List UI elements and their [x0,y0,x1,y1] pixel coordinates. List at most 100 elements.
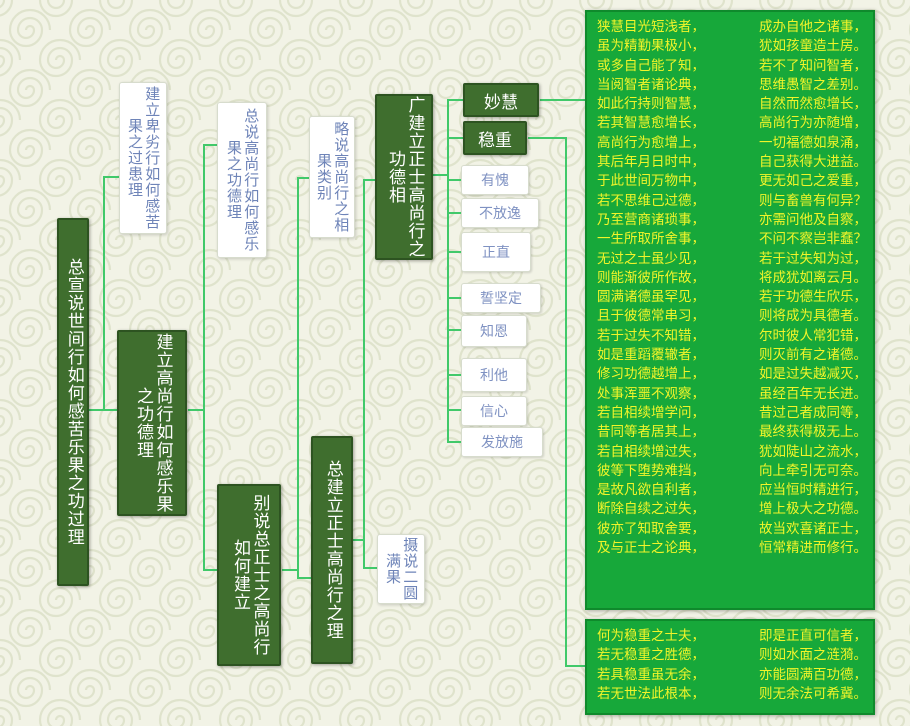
wisdom-verse-phrase: 若自相续增过失， [597,443,705,460]
leaf-gratitude[interactable]: 知恩 [461,315,527,347]
wisdom-verse-phrase: 思维愚智之差别。 [759,76,867,93]
wisdom-verse-line: 若自相续增学问， 昔过己者成同等， [597,404,867,423]
wisdom-verse-phrase: 若不思维己过德， [597,192,705,209]
steady-verse-phrase: 若具稳重虽无余， [597,666,705,683]
wisdom-verse-line: 其后年月日时中， 自己获得大进益。 [597,153,867,172]
steady-verse-line: 若无稳重之胜德， 则如水面之涟漪。 [597,646,867,665]
wisdom-text-panel: 狭慧目光短浅者，成办自他之诸事，虽为精勤果极小， 犹如孩童造土房。或多自己能了知，… [585,10,875,610]
wisdom-verse-line: 虽为精勤果极小， 犹如孩童造土房。 [597,37,867,56]
wisdom-verse-line: 若不思维己过德，则与畜兽有何异？ [597,192,867,211]
wisdom-verse-line: 圆满诸德虽罕见，若于功德生欣乐， [597,288,867,307]
wisdom-verse-phrase: 犹如陡山之流水， [759,443,867,460]
wisdom-verse-line: 乃至营商诸琐事， 亦需问他及自察， [597,211,867,230]
inferior-conduct-node[interactable]: 建立卑劣行如何感苦果之过患理 [119,82,167,234]
wisdom-verse-phrase: 一切福德如泉涌， [759,134,867,151]
wisdom-verse-phrase: 应当恒时精进行， [759,482,867,499]
wisdom-verse-phrase: 高尚行为愈增上， [597,134,705,151]
wisdom-verse-phrase: 及与正士之论典， [597,540,705,557]
steady-verse-phrase: 即是正直可信者， [759,628,867,644]
wisdom-verse-phrase: 如是过失越减灭， [759,366,867,383]
steady-verse-phrase: 则如水面之涟漪。 [759,647,867,664]
leaf-honesty[interactable]: 正直 [461,232,531,272]
wisdom-verse-phrase: 修习功德越增上， [597,366,705,383]
wisdom-verse-phrase: 于此世间万物中， [597,173,705,190]
wisdom-verse-line: 于此世间万物中， 更无如己之爱重， [597,172,867,191]
brief-node[interactable]: 略说高尚行之相果类别 [309,116,355,238]
wisdom-verse-phrase: 自己获得大进益。 [759,154,867,171]
wisdom-verse-line: 一生所取所舍事， 不问不察岂非蠢？ [597,230,867,249]
wisdom-verse-phrase: 若于过失不知错， [597,327,705,344]
wisdom-verse-line: 当阅智者诸论典，思维愚智之差别。 [597,76,867,95]
wisdom-verse-line: 昔同等者居其上，最终获得极无上。 [597,423,867,442]
wisdom-verse-phrase: 不问不察岂非蠢？ [759,231,867,248]
noble-conduct-node[interactable]: 建立高尚行如何感乐果之功德理 [117,330,187,516]
steady-verse-line: 若具稳重虽无余， 亦能圆满百功德， [597,666,867,685]
general-build-node[interactable]: 总建立正士高尚行之理 [311,436,353,664]
wisdom-verse-phrase: 犹如孩童造土房。 [759,38,867,55]
wisdom-verse-line: 无过之士虽少见， 若于过失知为过， [597,250,867,269]
wisdom-verse-phrase: 昔过己者成同等， [759,404,867,421]
steady-verses: 何为稳重之士夫，即是正直可信者，若无稳重之胜德， 则如水面之涟漪。若具稳重虽无余，… [597,627,867,704]
leaf-steadfast-vow[interactable]: 誓坚定 [461,283,541,313]
leaf-conscience[interactable]: 有愧 [461,165,529,195]
wisdom-verse-phrase: 则灭前有之诸德。 [759,347,867,364]
steady-verse-phrase: 若无世法此根本， [597,685,705,702]
wisdom-verse-phrase: 彼等下堕势难挡， [597,462,705,479]
wisdom-verses: 狭慧目光短浅者，成办自他之诸事，虽为精勤果极小， 犹如孩童造土房。或多自己能了知，… [597,18,867,558]
leaf-altruism[interactable]: 利他 [461,358,527,392]
wisdom-verse-phrase: 或多自己能了知， [597,57,705,74]
steady-verse-phrase: 亦能圆满百功德， [759,666,867,683]
wisdom-verse-phrase: 最终获得极无上。 [759,424,867,441]
leaf-heedfulness[interactable]: 不放逸 [461,198,539,228]
wisdom-verse-line: 高尚行为愈增上， 一切福德如泉涌， [597,134,867,153]
wisdom-verse-line: 狭慧目光短浅者，成办自他之诸事， [597,18,867,37]
wisdom-verse-line: 若于过失不知错，尔时彼人常犯错， [597,327,867,346]
wisdom-verse-line: 若其智慧愈增长， 高尚行为亦随增， [597,114,867,133]
wisdom-verse-phrase: 乃至营商诸琐事， [597,211,705,228]
wisdom-verse-phrase: 无过之士虽少见， [597,250,705,267]
wisdom-verse-phrase: 成办自他之诸事， [759,19,867,35]
extensive-node[interactable]: 广建立正士高尚行之功德相 [375,94,433,260]
wisdom-verse-phrase: 彼亦了知取舍要， [597,520,705,537]
wisdom-verse-phrase: 一生所取所舍事， [597,231,705,248]
wisdom-verse-line: 处事浑噩不观察，虽经百年无长进。 [597,385,867,404]
wisdom-verse-phrase: 则将成为具德者。 [759,308,867,325]
wisdom-verse-phrase: 如是重蹈覆辙者， [597,347,705,364]
wisdom-verse-line: 修习功德越增上， 如是过失越减灭， [597,365,867,384]
wisdom-verse-phrase: 亦需问他及自察， [759,211,867,228]
wisdom-verse-line: 则能渐彼所作故，将成犹如离云月。 [597,269,867,288]
wisdom-verse-phrase: 圆满诸德虽罕见， [597,289,705,306]
leaf-faith[interactable]: 信心 [461,396,527,426]
root-node[interactable]: 总宣说世间行如何感苦乐果之功过理 [57,218,89,586]
wisdom-verse-phrase: 则能渐彼所作故， [597,269,705,286]
wisdom-verse-phrase: 虽经百年无长进。 [759,385,867,402]
wisdom-verse-phrase: 更无如己之爱重， [759,173,867,190]
wisdom-verse-phrase: 高尚行为亦随增， [759,115,867,132]
leaf-generosity[interactable]: 发放施 [461,427,543,457]
steady-verse-line: 何为稳重之士夫，即是正直可信者， [597,627,867,646]
noble-general-node[interactable]: 总说高尚行如何感乐果之功德理 [217,102,267,258]
wisdom-verse-line: 如是重蹈覆辙者， 则灭前有之诸德。 [597,346,867,365]
wisdom-verse-phrase: 断除自续之过失， [597,501,705,518]
summary-node[interactable]: 摄说二圆满果 [377,534,425,604]
wisdom-verse-line: 彼亦了知取舍要， 故当欢喜诸正士， [597,520,867,539]
wisdom-verse-phrase: 若其智慧愈增长， [597,115,705,132]
wisdom-verse-phrase: 其后年月日时中， [597,154,705,171]
wisdom-verse-phrase: 自然而然愈增长， [759,96,867,113]
wisdom-verse-phrase: 向上牵引无可奈。 [759,462,867,479]
steady-verse-line: 若无世法此根本， 则无余法可希冀。 [597,685,867,704]
wisdom-verse-phrase: 若不了知问智者， [759,57,867,74]
wisdom-verse-line: 或多自己能了知， 若不了知问智者， [597,57,867,76]
steady-node[interactable]: 稳重 [463,121,527,155]
wisdom-verse-phrase: 是故凡欲自利者， [597,482,705,499]
wisdom-verse-phrase: 若自相续增学问， [597,404,705,421]
wisdom-verse-phrase: 若于过失知为过， [759,250,867,267]
wisdom-verse-phrase: 虽为精勤果极小， [597,38,705,55]
wisdom-verse-phrase: 增上极大之功德。 [759,501,867,518]
wisdom-verse-line: 是故凡欲自利者， 应当恒时精进行， [597,481,867,500]
noble-specific-node[interactable]: 别说总正士之高尚行如何建立 [217,484,281,666]
wisdom-verse-phrase: 故当欢喜诸正士， [759,520,867,537]
steady-verse-phrase: 则无余法可希冀。 [759,685,867,702]
steady-verse-phrase: 若无稳重之胜德， [597,647,705,664]
wisdom-node[interactable]: 妙慧 [463,83,539,117]
